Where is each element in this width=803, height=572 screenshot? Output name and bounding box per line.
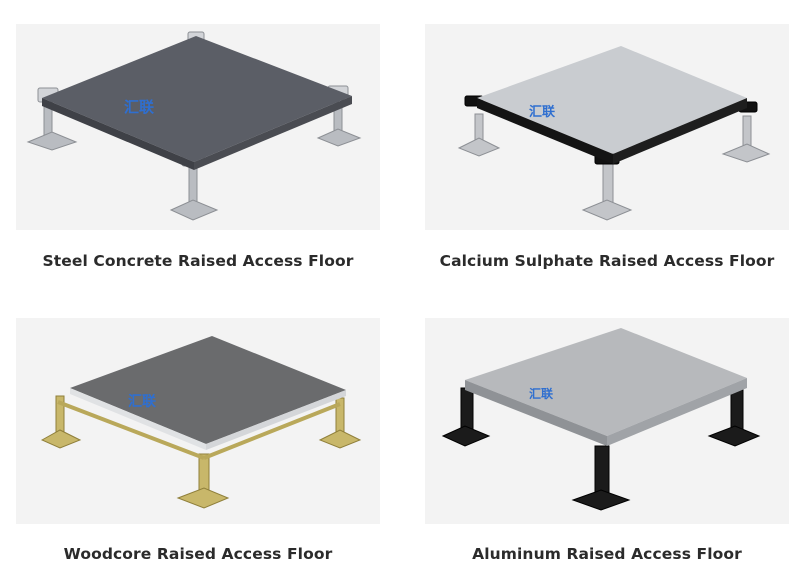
product-card-steel-concrete[interactable]: 汇联 Steel Concrete Raised Access Floor <box>16 24 380 286</box>
raised-floor-panel-illustration: 汇联 <box>16 318 380 524</box>
product-title[interactable]: Woodcore Raised Access Floor <box>63 545 333 563</box>
product-card-calcium-sulphate[interactable]: 汇联 Calcium Sulphate Raised Access Floor <box>425 24 789 286</box>
brand-logo: 汇联 <box>529 105 555 120</box>
product-title[interactable]: Steel Concrete Raised Access Floor <box>42 252 354 270</box>
product-image-woodcore[interactable]: 汇联 <box>16 318 380 524</box>
product-image-calcium-sulphate[interactable]: 汇联 <box>425 24 789 230</box>
product-title[interactable]: Calcium Sulphate Raised Access Floor <box>439 252 775 270</box>
raised-floor-panel-illustration: 汇联 <box>425 318 789 524</box>
brand-logo: 汇联 <box>124 98 155 116</box>
raised-floor-panel-illustration: 汇联 <box>16 24 380 230</box>
product-card-woodcore[interactable]: 汇联 Woodcore Raised Access Floor <box>16 318 380 572</box>
brand-logo: 汇联 <box>529 387 553 401</box>
product-image-steel-concrete[interactable]: 汇联 <box>16 24 380 230</box>
raised-floor-panel-illustration: 汇联 <box>425 24 789 230</box>
product-card-aluminum[interactable]: 汇联 Aluminum Raised Access Floor <box>425 318 789 572</box>
brand-logo: 汇联 <box>128 394 157 410</box>
product-image-aluminum[interactable]: 汇联 <box>425 318 789 524</box>
product-title[interactable]: Aluminum Raised Access Floor <box>472 545 742 563</box>
